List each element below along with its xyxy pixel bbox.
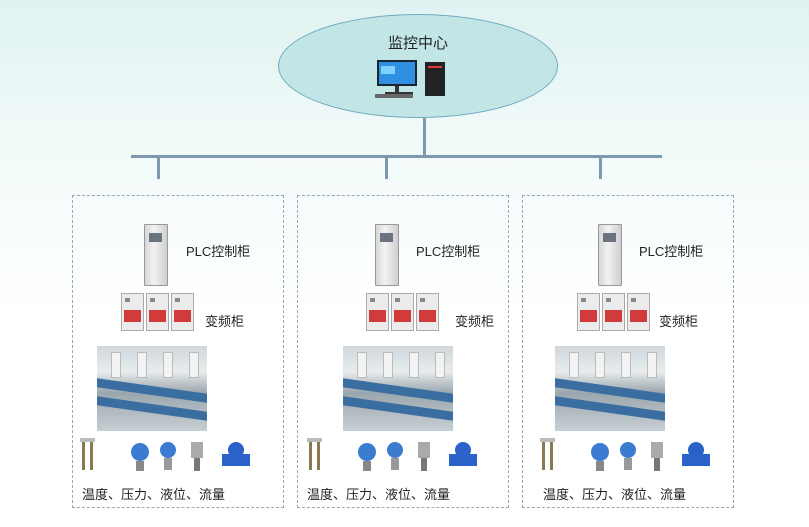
pump-room-photo	[343, 346, 453, 431]
vfd-cabinet-image	[577, 293, 651, 331]
sensor-types-label: 温度、压力、液位、流量	[82, 488, 226, 503]
pressure-transmitter-icon	[620, 442, 636, 470]
plc-cabinet-image	[144, 224, 168, 286]
plc-cabinet-label: PLC控制柜	[416, 244, 481, 259]
flowmeter-icon	[682, 442, 710, 466]
vfd-cabinet-image	[366, 293, 440, 331]
plc-cabinet-image	[375, 224, 399, 286]
pressure-transmitter-icon	[358, 443, 376, 471]
flowmeter-icon	[449, 442, 477, 466]
vfd-cabinet-image	[121, 293, 195, 331]
pump-room-photo	[555, 346, 665, 431]
station-panel-3	[522, 195, 734, 508]
monitoring-center-title: 监控中心	[387, 34, 448, 52]
bus-drop-3	[599, 155, 602, 179]
vfd-cabinet-label: 变频柜	[659, 315, 699, 330]
level-transmitter-icon	[651, 442, 663, 471]
sensor-icons	[307, 438, 477, 471]
desktop-computer-icon	[375, 60, 445, 98]
pressure-transmitter-icon	[131, 443, 149, 471]
monitoring-center-ellipse	[278, 14, 558, 118]
station-panel-1	[72, 195, 284, 508]
temperature-sensor-icon	[80, 438, 95, 470]
plc-cabinet-image	[598, 224, 622, 286]
sensor-types-label: 温度、压力、液位、流量	[307, 488, 451, 503]
vfd-cabinet-label: 变频柜	[455, 315, 495, 330]
bus-drop-1	[157, 155, 160, 179]
sensor-types-label: 温度、压力、液位、流量	[543, 488, 687, 503]
pressure-transmitter-icon	[160, 442, 176, 470]
center-uplink-line	[423, 118, 426, 158]
sensor-icons	[540, 438, 710, 471]
pressure-transmitter-icon	[387, 442, 403, 470]
pressure-transmitter-icon	[591, 443, 609, 471]
vfd-cabinet-label: 变频柜	[205, 315, 245, 330]
temperature-sensor-icon	[540, 438, 555, 470]
temperature-sensor-icon	[307, 438, 322, 470]
network-bus-line	[131, 155, 662, 158]
level-transmitter-icon	[418, 442, 430, 471]
level-transmitter-icon	[191, 442, 203, 471]
station-panel-2	[297, 195, 509, 508]
plc-cabinet-label: PLC控制柜	[186, 244, 251, 259]
sensor-icons	[80, 438, 250, 471]
pump-room-photo	[97, 346, 207, 431]
bus-drop-2	[385, 155, 388, 179]
plc-cabinet-label: PLC控制柜	[639, 244, 704, 259]
flowmeter-icon	[222, 442, 250, 466]
